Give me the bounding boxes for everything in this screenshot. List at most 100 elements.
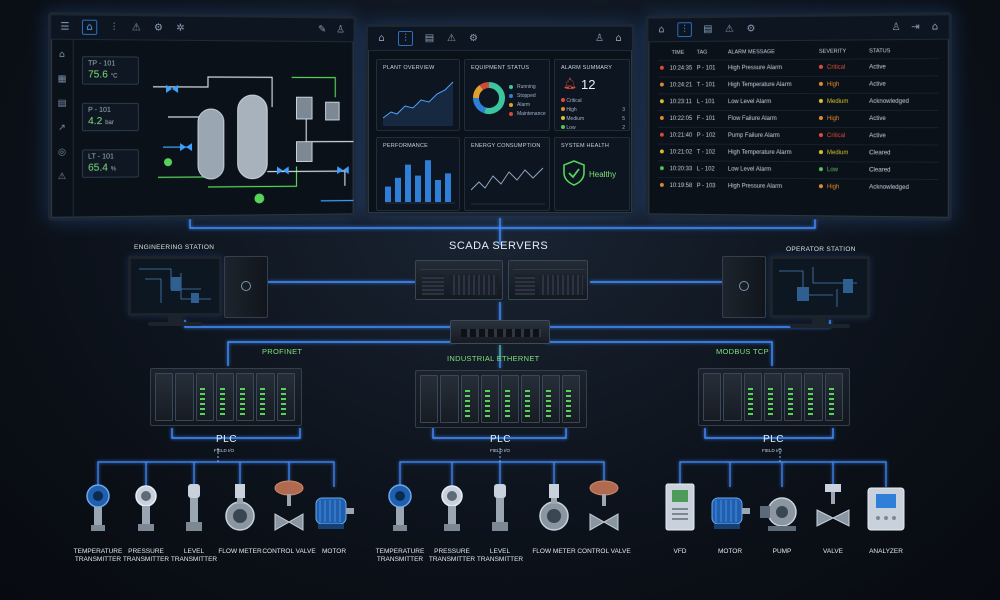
status-led <box>199 413 205 415</box>
list-icon[interactable]: ▤ <box>57 98 67 109</box>
column-header[interactable]: TIME <box>671 49 685 56</box>
valve-icon[interactable] <box>179 142 192 151</box>
plc-rack-center <box>415 370 587 428</box>
energy-panel[interactable]: ENERGY CONSUMPTION <box>464 137 550 211</box>
target-icon[interactable]: ◎ <box>57 147 66 158</box>
temperature-transmitter-icon[interactable] <box>388 484 412 531</box>
user-icon[interactable]: ♙ <box>595 33 604 44</box>
control-valve-icon[interactable] <box>274 480 304 531</box>
temperature-transmitter-icon[interactable] <box>86 484 110 531</box>
tag-tile[interactable]: LT - 101 65.4 % <box>81 149 139 178</box>
equipment-status-panel[interactable]: EQUIPMENT STATUS Running Stopped Alarm M… <box>464 59 550 131</box>
valve-icon[interactable] <box>165 84 178 93</box>
edit-icon[interactable]: ✎ <box>318 24 327 36</box>
severity-dot <box>818 150 823 155</box>
pressure-transmitter-icon[interactable] <box>135 485 157 531</box>
home-icon[interactable]: ⌂ <box>378 33 385 44</box>
pump-icon[interactable] <box>254 193 265 204</box>
column-header[interactable]: TAG <box>696 49 708 56</box>
valve-icon[interactable] <box>276 166 289 175</box>
motor-icon[interactable] <box>711 497 750 529</box>
device-label: VALVE <box>823 548 843 555</box>
status-led <box>565 390 571 392</box>
status-led <box>219 393 225 395</box>
report-icon[interactable]: ▤ <box>424 33 435 44</box>
alarm-time: 10:23:11 <box>669 99 692 106</box>
vfd-icon[interactable] <box>665 483 695 531</box>
performance-bar <box>385 186 391 202</box>
home-icon[interactable]: ⌂ <box>81 19 98 35</box>
settings-icon[interactable]: ⚙ <box>746 23 756 35</box>
user-icon[interactable]: ♙ <box>336 24 345 36</box>
status-led <box>484 400 490 402</box>
user-icon[interactable]: ♙ <box>891 21 901 34</box>
trend-icon[interactable]: ⫶ <box>398 31 413 46</box>
tag-tile[interactable]: TP - 101 75.6 °C <box>81 56 139 85</box>
plc-io-module <box>521 375 540 423</box>
alarm-tag: F - 101 <box>696 116 716 122</box>
valve-icon[interactable] <box>816 484 850 527</box>
settings-icon[interactable]: ⚙ <box>153 22 164 34</box>
column-header[interactable]: ALARM MESSAGE <box>727 49 775 56</box>
column-header[interactable]: SEVERITY <box>818 48 847 55</box>
alarm-tag: T - 101 <box>696 82 716 89</box>
alarm-icon[interactable]: ⚠ <box>57 171 67 183</box>
pressure-transmitter-icon[interactable] <box>441 485 463 531</box>
level-transmitter-icon[interactable] <box>186 484 202 531</box>
overview-icon[interactable]: ▦ <box>57 74 67 85</box>
severity-dot <box>818 64 823 69</box>
home-icon[interactable]: ⌂ <box>615 33 622 44</box>
system-health-panel[interactable]: SYSTEM HEALTH Healthy <box>554 137 630 211</box>
home-icon[interactable]: ⌂ <box>658 24 665 36</box>
trend-icon[interactable]: ⫶ <box>112 21 116 34</box>
status-led <box>505 405 510 407</box>
severity-dot <box>659 65 664 70</box>
engineering-monitor <box>128 256 222 316</box>
power-icon[interactable] <box>739 281 749 291</box>
trend-icon[interactable]: ↗ <box>58 123 66 134</box>
performance-panel[interactable]: PERFORMANCE <box>376 137 460 211</box>
pump-icon[interactable] <box>163 157 172 166</box>
alarm-icon[interactable]: ⚠ <box>725 23 734 35</box>
pump-icon[interactable] <box>760 497 797 531</box>
alarm-icon[interactable]: ⚠ <box>447 33 456 44</box>
tag-tile[interactable]: P - 101 4.2 bar <box>81 102 139 132</box>
report-icon[interactable]: ▤ <box>703 23 713 35</box>
motor-icon[interactable] <box>315 497 354 529</box>
control-valve-icon[interactable] <box>589 480 619 531</box>
trend-icon[interactable]: ⫶ <box>677 22 692 38</box>
flow-meter-icon[interactable] <box>225 484 255 531</box>
status-led <box>545 400 551 402</box>
flow-meter-icon[interactable] <box>539 484 569 531</box>
alarm-icon[interactable]: ⚠ <box>131 22 141 34</box>
home-icon[interactable]: ⌂ <box>58 49 65 61</box>
level-transmitter-icon[interactable] <box>492 484 508 531</box>
status-led <box>767 403 773 405</box>
logout-icon[interactable]: ⇥ <box>911 21 920 33</box>
monitor-dashboard: ⌂ ⫶ ▤ ⚠ ⚙ ♙ ⌂ PLANT OVERVIEW EQUIPMENT S… <box>365 24 635 216</box>
plant-overview-panel[interactable]: PLANT OVERVIEW <box>376 59 460 131</box>
power-icon[interactable] <box>241 281 251 291</box>
column-header[interactable]: STATUS <box>869 48 891 55</box>
tag-value: 75.6 <box>88 69 108 81</box>
status-led <box>505 415 510 417</box>
gear-icon[interactable]: ✲ <box>176 22 185 34</box>
status-led <box>828 388 834 390</box>
severity-count: 5 <box>622 115 625 122</box>
analyzer-icon[interactable] <box>867 487 905 531</box>
menu-icon[interactable]: ☰ <box>60 21 70 33</box>
home-icon[interactable]: ⌂ <box>931 21 939 33</box>
legend-dot <box>509 93 513 98</box>
settings-icon[interactable]: ⚙ <box>469 33 478 44</box>
valve-icon[interactable] <box>337 166 349 175</box>
performance-bar <box>435 180 441 202</box>
